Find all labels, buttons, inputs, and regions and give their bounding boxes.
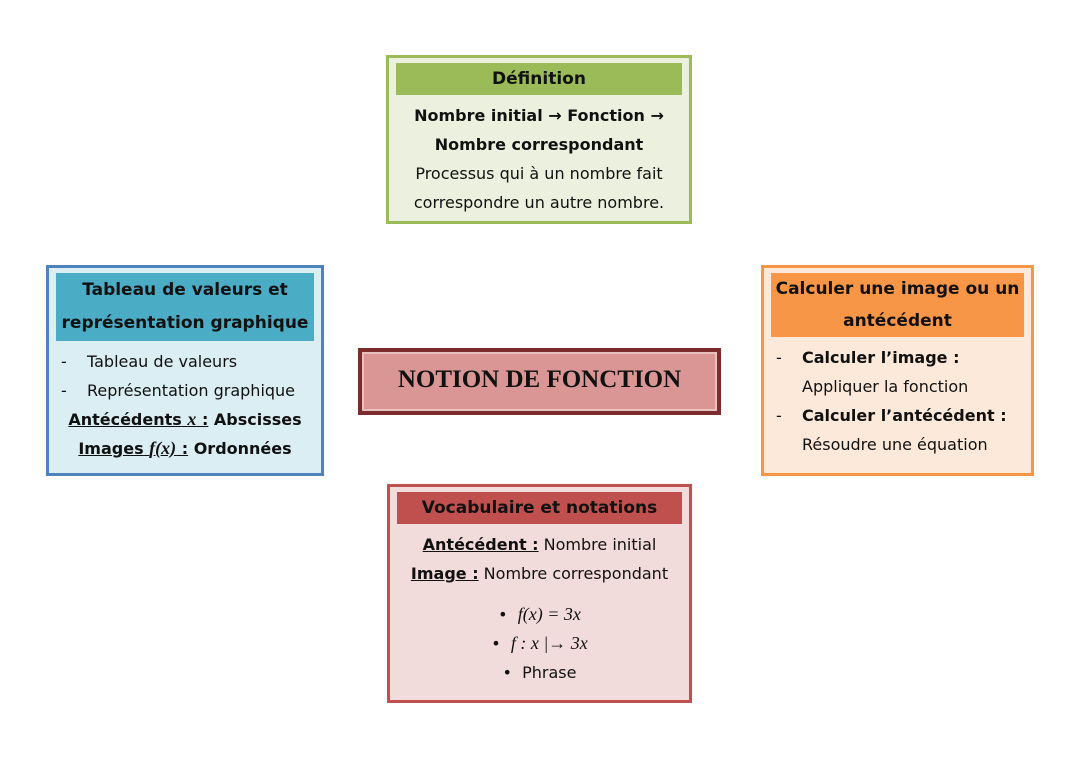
list-item: Appliquer la fonction [802,377,969,396]
definition-line: correspondre un autre nombre. [413,193,665,212]
notation-item: • Phrase [502,663,577,682]
definition-box: Définition Nombre initial → Fonction → N… [386,55,692,224]
calcul-box: Calculer une image ou un antécédent -Cal… [761,265,1034,476]
tableau-box: Tableau de valeurs et représentation gra… [46,265,324,476]
calcul-list: -Calculer l’image : Appliquer la fonctio… [764,343,1031,459]
vocab-box: Vocabulaire et notations Antécédent : No… [387,484,692,703]
tableau-title: Tableau de valeurs et représentation gra… [56,273,314,341]
center-title: NOTION DE FONCTION [362,352,717,411]
antecedents-line: Antécédents x : Abscisses [68,409,302,429]
tableau-list: -Tableau de valeurs -Représentation grap… [49,347,321,405]
vocab-title: Vocabulaire et notations [397,492,682,524]
calcul-title: Calculer une image ou un antécédent [771,273,1024,337]
definition-line: Nombre correspondant [434,135,644,154]
definition-title: Définition [396,63,682,95]
center-title-box: NOTION DE FONCTION [358,348,721,415]
list-item: Résoudre une équation [802,435,988,454]
notation-item: • f : x |→ 3x [491,633,588,653]
list-item: -Calculer l’image : [776,348,960,367]
images-line: Images f(x) : Ordonnées [78,438,292,458]
notation-item: • f(x) = 3x [498,604,581,624]
list-item: -Tableau de valeurs [61,352,238,371]
image-def: Image : Nombre correspondant [410,564,669,583]
list-item: -Représentation graphique [61,381,296,400]
list-item: -Calculer l’antécédent : [776,406,1007,425]
definition-line: Processus qui à un nombre fait [415,164,663,183]
antecedent-def: Antécédent : Nombre initial [422,535,657,554]
definition-line: Nombre initial → Fonction → [414,106,664,125]
